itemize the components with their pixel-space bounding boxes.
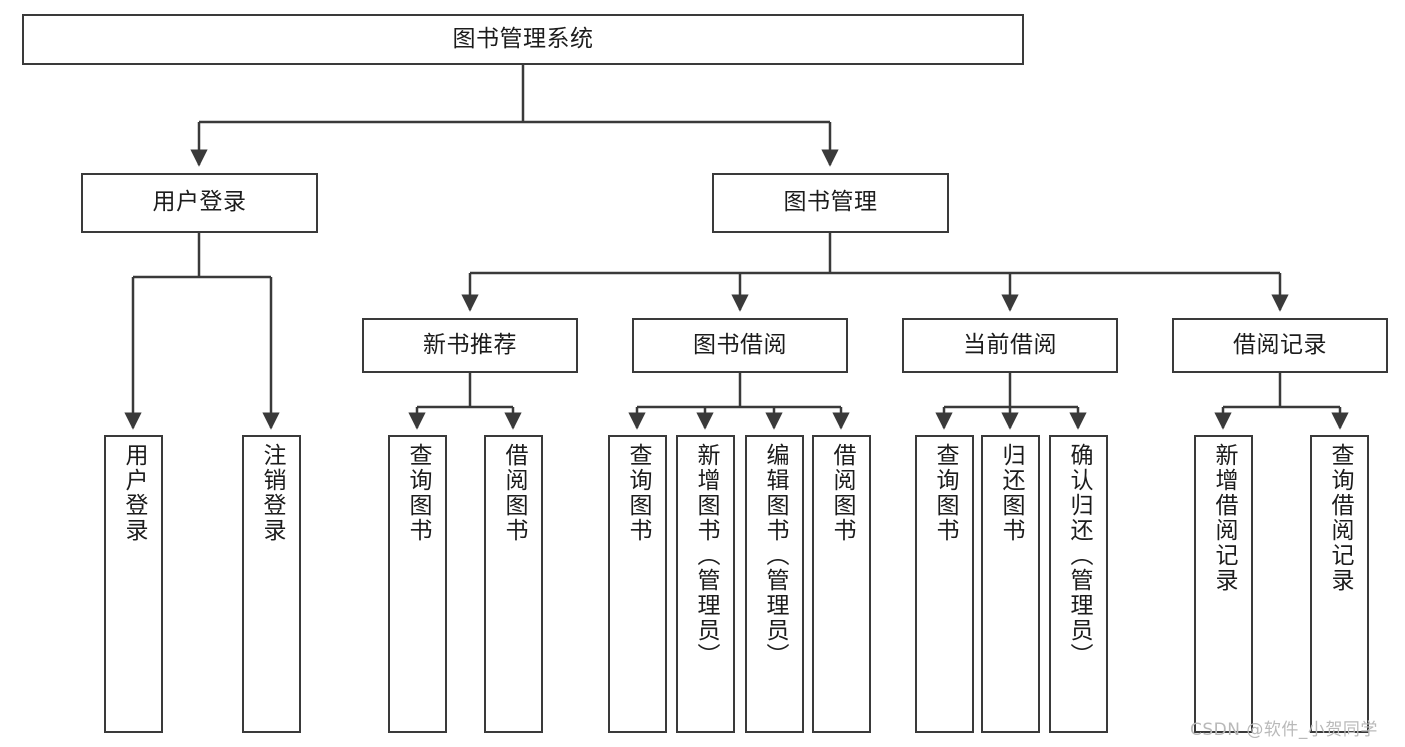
node-leaf-query-book-2[interactable]: 查询图书 (608, 435, 667, 733)
node-leaf-logout[interactable]: 注销登录 (242, 435, 301, 733)
node-leaf-borrow-book-2-label: 借阅图书 (829, 443, 855, 543)
node-borrow-record-label: 借阅记录 (1233, 331, 1327, 358)
node-leaf-query-record[interactable]: 查询借阅记录 (1310, 435, 1369, 733)
node-leaf-query-book-1[interactable]: 查询图书 (388, 435, 447, 733)
node-leaf-user-login[interactable]: 用户登录 (104, 435, 163, 733)
node-current-borrow[interactable]: 当前借阅 (902, 318, 1118, 373)
node-leaf-query-book-3[interactable]: 查询图书 (915, 435, 974, 733)
node-leaf-add-record[interactable]: 新增借阅记录 (1194, 435, 1253, 733)
node-leaf-user-login-label: 用户登录 (121, 443, 147, 543)
node-leaf-return-book[interactable]: 归还图书 (981, 435, 1040, 733)
node-root[interactable]: 图书管理系统 (22, 14, 1024, 65)
node-user-login[interactable]: 用户登录 (81, 173, 318, 233)
node-leaf-borrow-book-1-label: 借阅图书 (501, 443, 527, 543)
node-new-book-rec[interactable]: 新书推荐 (362, 318, 578, 373)
node-leaf-edit-book-label: 编辑图书（管理员） (762, 443, 788, 668)
node-leaf-edit-book[interactable]: 编辑图书（管理员） (745, 435, 804, 733)
node-leaf-add-book[interactable]: 新增图书（管理员） (676, 435, 735, 733)
node-leaf-query-record-label: 查询借阅记录 (1327, 443, 1353, 593)
node-borrow-record[interactable]: 借阅记录 (1172, 318, 1388, 373)
watermark: CSDN @软件_小贺同学 (1190, 720, 1378, 740)
node-leaf-logout-label: 注销登录 (259, 443, 285, 543)
node-book-manage-label: 图书管理 (783, 189, 878, 216)
node-new-book-rec-label: 新书推荐 (423, 331, 517, 358)
node-leaf-add-record-label: 新增借阅记录 (1211, 443, 1237, 593)
node-leaf-borrow-book-1[interactable]: 借阅图书 (484, 435, 543, 733)
node-leaf-confirm-return[interactable]: 确认归还（管理员） (1049, 435, 1108, 733)
node-book-manage[interactable]: 图书管理 (712, 173, 949, 233)
node-leaf-query-book-1-label: 查询图书 (405, 443, 431, 543)
node-leaf-borrow-book-2[interactable]: 借阅图书 (812, 435, 871, 733)
node-leaf-query-book-2-label: 查询图书 (625, 443, 651, 543)
node-leaf-confirm-return-label: 确认归还（管理员） (1066, 443, 1092, 668)
node-user-login-label: 用户登录 (152, 189, 247, 216)
node-leaf-return-book-label: 归还图书 (998, 443, 1024, 543)
node-root-label: 图书管理系统 (452, 25, 594, 52)
node-leaf-query-book-3-label: 查询图书 (932, 443, 958, 543)
node-leaf-add-book-label: 新增图书（管理员） (693, 443, 719, 668)
node-book-borrow[interactable]: 图书借阅 (632, 318, 848, 373)
node-book-borrow-label: 图书借阅 (693, 331, 787, 358)
node-current-borrow-label: 当前借阅 (963, 331, 1057, 358)
